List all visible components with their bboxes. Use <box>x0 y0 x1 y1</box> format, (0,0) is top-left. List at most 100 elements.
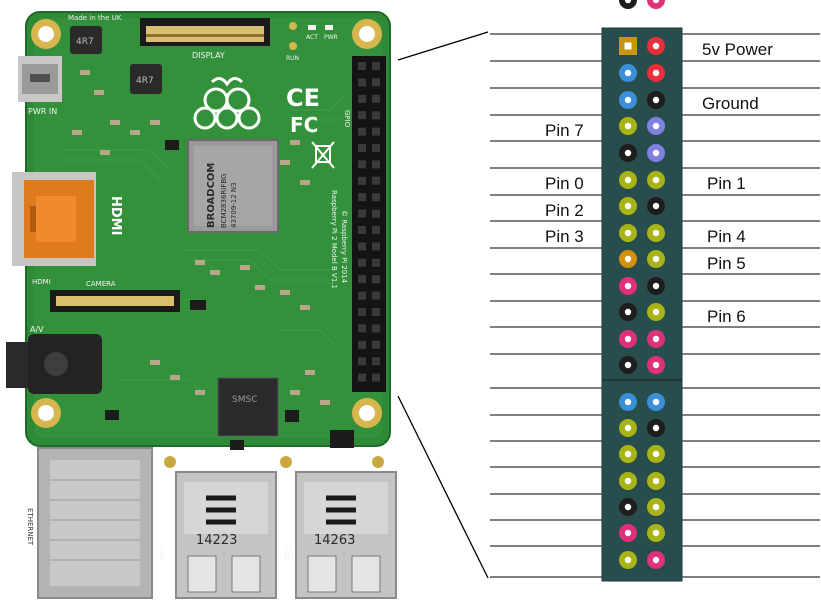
board-header-pin <box>372 193 380 202</box>
board-header-pin <box>358 226 366 234</box>
board-header-pin <box>372 373 380 382</box>
board-header-pin <box>372 78 380 87</box>
board-header-pin <box>358 324 366 333</box>
ce-mark: CE <box>286 84 320 112</box>
mounting-hole <box>352 398 382 428</box>
board-header-pin <box>372 127 380 136</box>
header-pin-center <box>652 398 660 406</box>
header-pin-center <box>624 282 632 290</box>
gpio-header-diagram <box>601 0 683 582</box>
board-header-pin <box>358 258 366 267</box>
label-pin6: Pin 6 <box>707 307 746 326</box>
raspberry-logo <box>193 77 261 130</box>
board-header-pin <box>358 94 366 103</box>
header-pin-magenta <box>647 0 665 9</box>
display-connector <box>140 18 270 46</box>
header-pin-center <box>652 282 660 290</box>
header-pin-center <box>652 42 660 50</box>
svg-text:43709-12 N3: 43709-12 N3 <box>230 182 238 228</box>
board-header-pin <box>372 291 380 300</box>
header-pin-center <box>624 0 632 4</box>
svg-text:4R7: 4R7 <box>136 76 154 86</box>
mounting-hole <box>31 398 61 428</box>
header-pin-center <box>652 122 660 130</box>
board-header-pin <box>358 357 366 366</box>
board-header-pin <box>372 176 380 185</box>
zoom-line-bottom <box>397 395 489 579</box>
board-header-pin <box>372 242 380 251</box>
header-pin-center <box>652 450 660 458</box>
usb-port-left: 14223 <box>175 471 277 599</box>
board-header-pin <box>372 62 380 70</box>
camera-connector <box>50 290 180 312</box>
zoom-line-top <box>397 31 489 61</box>
display-label: DISPLAY <box>192 51 225 60</box>
board-header-pin <box>358 160 366 169</box>
header-pin-center <box>624 149 632 157</box>
board-header-pin <box>358 127 366 136</box>
header-pin-center <box>624 556 632 564</box>
header-pin-center <box>624 477 632 485</box>
label-pin2: Pin 2 <box>545 201 584 220</box>
board-header-pin <box>372 144 380 152</box>
board-header-pin <box>358 242 366 251</box>
fcc-mark: FC <box>290 113 318 137</box>
pwr-led-label: PWR <box>324 34 338 41</box>
label-pin1: Pin 1 <box>707 174 746 193</box>
svg-text:4R7: 4R7 <box>76 37 94 47</box>
header-pin-center <box>624 450 632 458</box>
gpio-label: GPIO <box>343 110 351 128</box>
inductor-chip: 4R7 <box>130 64 162 94</box>
board-header-pin <box>358 176 366 185</box>
header-pin-black <box>619 0 637 9</box>
label-pin4: Pin 4 <box>707 227 746 246</box>
board-header-pin <box>358 111 366 120</box>
hdmi-label: HDMI <box>108 196 123 235</box>
board-header-pin <box>358 308 366 316</box>
mounting-hole <box>352 19 382 49</box>
header-pin-center <box>652 0 660 4</box>
header-pin-center <box>652 202 660 210</box>
header-pin-center <box>624 398 632 406</box>
header-pin-center <box>624 335 632 343</box>
label-pin7: Pin 7 <box>545 121 584 140</box>
label-5v-power: 5v Power <box>702 40 773 59</box>
board-header-pin <box>358 275 366 284</box>
label-pin0: Pin 0 <box>545 174 584 193</box>
header-pin-center <box>624 361 632 369</box>
board-header-pin <box>358 340 366 349</box>
board-header-pin <box>358 78 366 87</box>
mounting-hole <box>31 19 61 49</box>
header-pin-center <box>652 308 660 316</box>
header-pin-center <box>652 424 660 432</box>
header-pin-center <box>652 477 660 485</box>
run-label: RUN <box>286 55 299 62</box>
header-pin-center <box>652 229 660 237</box>
board-header-pin <box>372 357 380 366</box>
header-pin-center <box>652 361 660 369</box>
header-pin-center <box>652 96 660 104</box>
gpio-header-board <box>352 56 386 392</box>
header-pin-center <box>624 229 632 237</box>
header-pin-center <box>652 69 660 77</box>
header-pin-center <box>652 556 660 564</box>
header-pin-center <box>624 42 632 50</box>
svg-text:14223: 14223 <box>196 533 237 548</box>
header-pin-center <box>624 96 632 104</box>
board-header-pin <box>358 144 366 152</box>
header-pin-center <box>624 503 632 511</box>
label-pin5: Pin 5 <box>707 254 746 273</box>
raspberry-pi-board: Made in the UK DISPLAY ACT PWR RUN PWR I… <box>6 11 397 599</box>
header-pin-center <box>624 69 632 77</box>
header-pin-center <box>624 202 632 210</box>
board-header-pin <box>372 94 380 103</box>
header-pin-center <box>652 529 660 537</box>
header-pin-center <box>624 529 632 537</box>
row-lines <box>490 33 820 578</box>
board-header-pin <box>372 340 380 349</box>
weee-bin-icon <box>311 141 335 169</box>
board-header-pin <box>372 308 380 316</box>
header-pin-center <box>624 176 632 184</box>
act-led-label: ACT <box>306 34 318 41</box>
board-header-pin <box>358 209 366 218</box>
